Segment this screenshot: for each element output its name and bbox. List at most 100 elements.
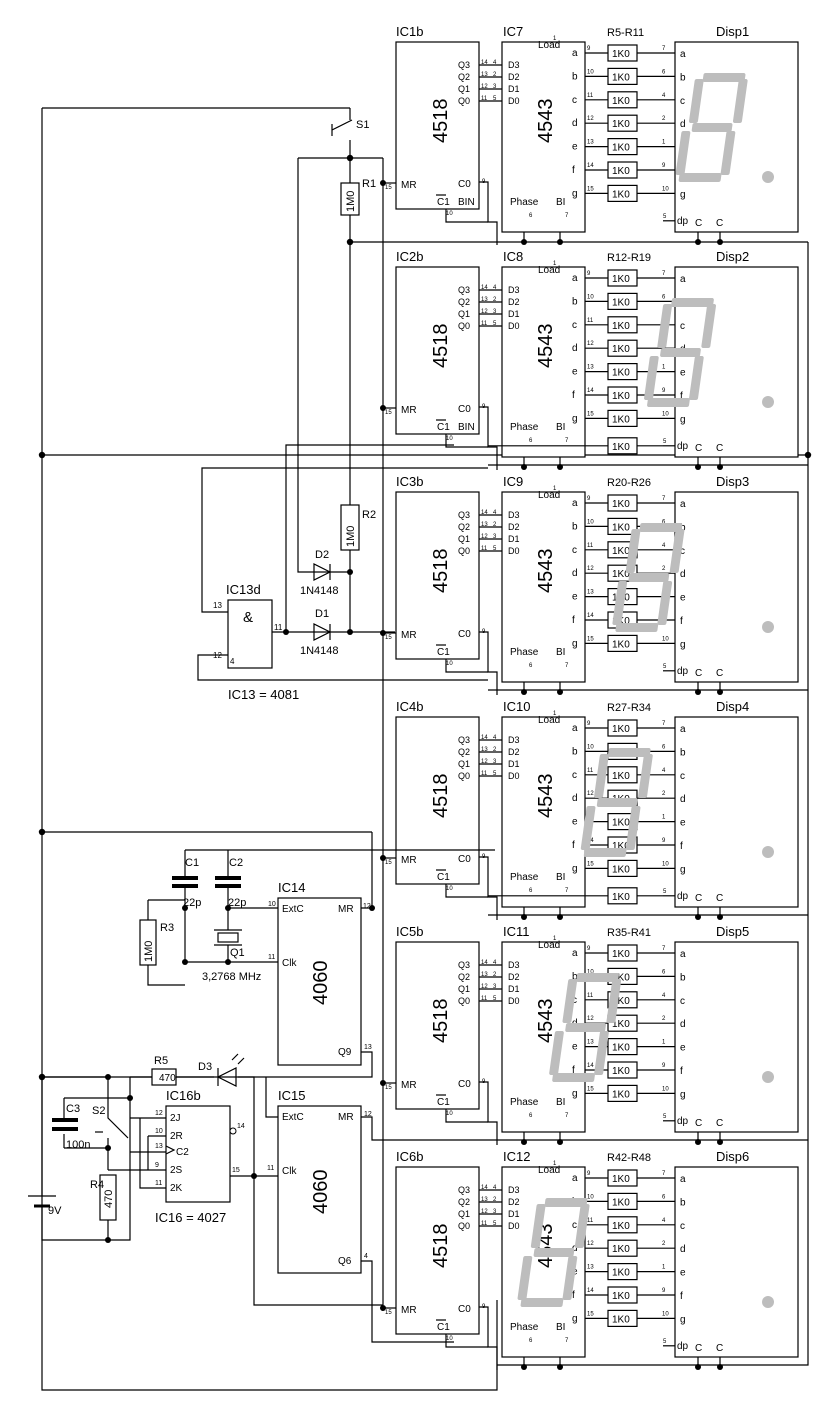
display-dp-pin: 5 — [663, 439, 667, 445]
display-segment — [562, 979, 578, 1023]
decoder-segment-label: b — [572, 296, 578, 307]
decoder-segment-label: a — [572, 273, 578, 284]
counter-output-pin: 14 — [481, 510, 488, 516]
segment-resistor-value: 1K0 — [612, 391, 630, 402]
display-pin-number: 4 — [662, 1218, 666, 1224]
decoder-input-label: D1 — [508, 984, 520, 994]
seven-segment-display — [674, 41, 799, 233]
battery-label: 9V — [48, 1205, 62, 1217]
display-segment-label: b — [680, 747, 686, 758]
counter-output-pin-b: 2 — [493, 72, 497, 78]
d1-label: D1 — [315, 608, 329, 620]
display-dp-label: dp — [677, 1341, 689, 1352]
segment-resistor — [607, 1216, 638, 1234]
decoder-bi-pin: 7 — [565, 1113, 569, 1119]
resistor-group-label: R20-R26 — [607, 477, 651, 489]
ic14-chip — [277, 897, 362, 1066]
decoder-input-label: D0 — [508, 771, 520, 781]
decoder-segment-label: d — [572, 118, 578, 129]
decoder-segment-pin: 15 — [587, 636, 594, 642]
display-decimal-point — [762, 396, 774, 408]
decoder-bi-label: BI — [556, 197, 565, 208]
decoder-segment-pin: 10 — [587, 294, 594, 300]
ic13-pin-4: 4 — [230, 657, 235, 666]
display-segment-label: f — [680, 1291, 683, 1302]
display-segment-label: c — [680, 1221, 685, 1232]
segment-resistor — [607, 44, 638, 62]
counter-output-pin: 14 — [481, 960, 488, 966]
display-pin-number: 2 — [662, 791, 666, 797]
display-segment — [638, 754, 653, 798]
display-label: Disp6 — [716, 1149, 749, 1164]
counter-output-label: Q2 — [458, 972, 470, 982]
decoder-segment-pin: 9 — [587, 946, 591, 952]
segment-resistor — [607, 517, 638, 536]
counter-output-pin: 14 — [481, 1185, 488, 1191]
resistor-group-label: R42-R48 — [607, 1152, 651, 1164]
decoder-segment-pin: 11 — [587, 318, 594, 324]
counter-chip — [395, 716, 480, 885]
display-pin-number: 2 — [662, 1016, 666, 1022]
segment-resistor-value: 1K0 — [612, 1291, 630, 1302]
counter-chip — [395, 41, 480, 210]
counter-output-pin: 13 — [481, 522, 488, 528]
display-pin-number: 4 — [662, 768, 666, 774]
display-segment-label: g — [680, 639, 686, 650]
counter-output-pin-b: 2 — [493, 1197, 497, 1203]
display-segment-label: a — [680, 724, 686, 735]
decoder-segment-pin: 15 — [587, 861, 594, 867]
counter-output-pin-b: 2 — [493, 522, 497, 528]
ic16-pin-2j: 2J — [170, 1113, 181, 1124]
decoder-label: IC12 — [503, 1149, 530, 1164]
ic16-label: IC16b — [166, 1088, 201, 1103]
counter-output-label: Q1 — [458, 534, 470, 544]
decoder-load-label: Load — [538, 40, 560, 51]
segment-resistor-value: 1K0 — [612, 818, 630, 829]
display-segment-label: c — [680, 546, 685, 557]
decoder-input-label: D1 — [508, 84, 520, 94]
display-dp-pin: 5 — [663, 1339, 667, 1345]
decoder-segment-label: f — [572, 1065, 575, 1076]
counter-mr-pin: 15 — [385, 1085, 392, 1091]
s2-label: S2 — [92, 1105, 105, 1117]
counter-co-label: C0 — [458, 179, 471, 190]
segment-resistor-value: 1K0 — [612, 274, 630, 285]
segment-resistor-value: 1K0 — [612, 522, 630, 533]
decoder-bi-pin: 7 — [565, 888, 569, 894]
counter-output-label: Q2 — [458, 297, 470, 307]
display-segment — [701, 304, 717, 348]
segment-resistor — [607, 719, 638, 737]
decoder-segment-label: f — [572, 165, 575, 176]
ic15-out-pin: 4 — [364, 1253, 368, 1260]
display-pin-number: 10 — [662, 1086, 669, 1092]
segment-resistor-value: 1K0 — [612, 546, 630, 557]
ic14-clk: Clk — [282, 958, 297, 969]
display-common-label-2: C — [716, 893, 723, 904]
ic14-out: Q9 — [338, 1047, 352, 1058]
decoder-segment-label: d — [572, 793, 578, 804]
counter-output-label: Q3 — [458, 1185, 470, 1195]
decoder-phase-pin: 6 — [529, 213, 533, 219]
segment-resistor-value: 1K0 — [612, 972, 630, 983]
segment-resistor-value: 1K0 — [612, 1019, 630, 1030]
resistor-group-label: R12-R19 — [607, 252, 651, 264]
display-pin-number: 9 — [662, 388, 666, 394]
display-segment — [533, 1248, 575, 1257]
display-segment — [625, 806, 641, 850]
ic16-pin-11: 11 — [155, 1180, 162, 1187]
ic15-mr: MR — [338, 1112, 354, 1123]
decoder-input-label: D2 — [508, 747, 520, 757]
counter-co-label: C0 — [458, 404, 471, 415]
decoder-segment-label: a — [572, 948, 578, 959]
counter-chip — [395, 1166, 480, 1335]
decoder-input-label: D2 — [508, 297, 520, 307]
segment-resistor-value: 1K0 — [612, 368, 630, 379]
segment-resistor — [607, 114, 638, 132]
display-segment-label: a — [680, 274, 686, 285]
decoder-segment-pin: 13 — [587, 1040, 594, 1046]
segment-resistor-value: 1K0 — [612, 321, 630, 332]
counter-output-pin-b: 3 — [493, 759, 497, 765]
counter-output-pin: 11 — [481, 996, 488, 1002]
display-segment — [520, 1298, 564, 1307]
